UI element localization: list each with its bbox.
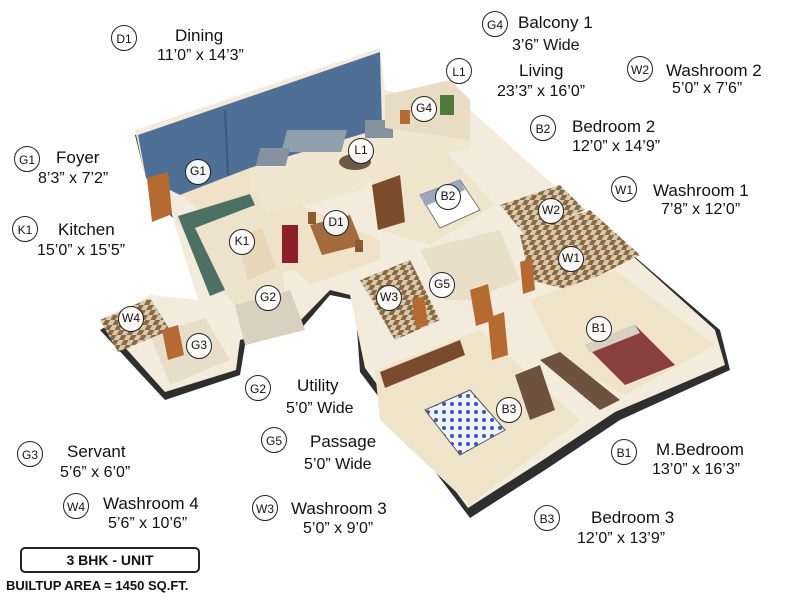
legend-code: L1 bbox=[446, 58, 472, 84]
legend-dim: 12’0” x 13’9” bbox=[577, 530, 666, 547]
legend-name: Living bbox=[519, 61, 564, 80]
plan-tag-b2: B2 bbox=[435, 184, 461, 210]
legend-dim: 11’0” x 14’3” bbox=[157, 47, 244, 64]
legend-dim: 15’0” x 15’5” bbox=[37, 242, 126, 259]
plan-tag-g3: G3 bbox=[186, 333, 212, 359]
legend-code: G2 bbox=[245, 375, 271, 401]
legend-name: Balcony 1 bbox=[518, 13, 593, 32]
legend-code: W4 bbox=[63, 493, 89, 519]
legend-name: Dining bbox=[175, 26, 224, 45]
plan-tag-g5: G5 bbox=[429, 272, 455, 298]
legend-name: M.Bedroom bbox=[656, 440, 744, 459]
legend-name: Bedroom 2 bbox=[572, 117, 656, 136]
legend-code: W1 bbox=[611, 176, 637, 202]
utility-area bbox=[235, 290, 305, 345]
legend-name: Foyer bbox=[56, 148, 100, 167]
legend-code: B1 bbox=[611, 439, 637, 465]
legend-dim: 7’8” x 12’0” bbox=[661, 201, 741, 218]
plan-tag-b1: B1 bbox=[586, 316, 612, 342]
plan-tag-d1: D1 bbox=[323, 210, 349, 236]
foyer-door bbox=[147, 172, 172, 222]
legend-name: Bedroom 3 bbox=[591, 508, 675, 527]
legend-dim: 5’6” x 10’6” bbox=[108, 515, 188, 532]
legend-dim: 5’6” x 6’0” bbox=[60, 464, 131, 481]
plan-tag-w1: W1 bbox=[558, 246, 584, 272]
plan-tag-w3: W3 bbox=[376, 285, 402, 311]
plan-tag-g1: G1 bbox=[185, 159, 211, 185]
legend-name: Kitchen bbox=[58, 220, 115, 239]
plan-tag-b3: B3 bbox=[496, 397, 522, 423]
legend-dim: 8’3” x 7’2” bbox=[38, 170, 109, 187]
legend-name: Washroom 2 bbox=[666, 61, 762, 80]
legend-code: D1 bbox=[111, 25, 137, 51]
legend-name: Washroom 1 bbox=[653, 181, 749, 200]
legend-code: W3 bbox=[252, 495, 278, 521]
legend-dim: 23’3” x 16’0” bbox=[497, 83, 586, 100]
plan-tag-w4: W4 bbox=[118, 306, 144, 332]
legend-name: Utility bbox=[297, 376, 339, 395]
living-floor bbox=[250, 128, 470, 215]
legend-code: W2 bbox=[627, 56, 653, 82]
legend-name: Washroom 3 bbox=[291, 499, 387, 518]
legend-name: Servant bbox=[67, 442, 126, 461]
plan-tag-l1: L1 bbox=[348, 138, 374, 164]
legend-code: G5 bbox=[261, 427, 287, 453]
legend-dim: 5’0” x 7’6” bbox=[672, 80, 743, 97]
legend-name: Washroom 4 bbox=[103, 494, 199, 513]
legend-dim: 13’0” x 16’3” bbox=[652, 461, 741, 478]
plan-tag-g4: G4 bbox=[411, 96, 437, 122]
legend-code: B2 bbox=[530, 115, 556, 141]
builtup-area-text: BUILTUP AREA = 1450 SQ.FT. bbox=[6, 578, 189, 593]
legend-name: Passage bbox=[310, 432, 377, 451]
legend-code: K1 bbox=[12, 216, 38, 242]
legend-dim: 5’0” Wide bbox=[286, 400, 354, 417]
unit-type-badge: 3 BHK - UNIT bbox=[20, 547, 200, 573]
legend-code: G4 bbox=[482, 11, 508, 37]
plan-tag-g2: G2 bbox=[255, 285, 281, 311]
legend-code: G1 bbox=[14, 146, 40, 172]
kitchen-counter bbox=[178, 194, 255, 296]
bedroom3-bed bbox=[424, 389, 506, 456]
legend-dim: 12’0” x 14’9” bbox=[572, 138, 661, 155]
legend-code: G3 bbox=[17, 441, 43, 467]
plan-tag-k1: K1 bbox=[229, 229, 255, 255]
dining-floor bbox=[180, 168, 380, 285]
legend-dim: 3’6” Wide bbox=[512, 37, 580, 54]
legend-dim: 5’0” x 9’0” bbox=[303, 520, 374, 537]
legend-dim: 5’0” Wide bbox=[304, 456, 372, 473]
plan-tag-w2: W2 bbox=[538, 198, 564, 224]
legend-code: B3 bbox=[534, 505, 560, 531]
